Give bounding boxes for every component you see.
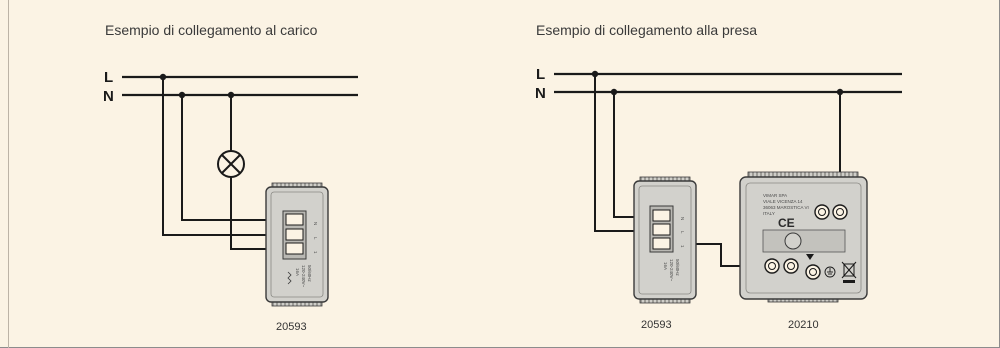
switch-device-20593: N L 1 16A 120-240V~ 50/60Hz — [265, 182, 329, 307]
terminal-screw — [814, 204, 830, 220]
voltage-label: 120-240V~ — [301, 265, 306, 288]
socket-device-20210: VIMAR SPA VIALE VICENZA 14 36063 MAROSTI… — [739, 171, 868, 303]
terminal-screw — [652, 237, 671, 250]
junction-dot — [178, 91, 186, 99]
terminal-out-label: 1 — [680, 245, 685, 248]
terminal-screw — [285, 213, 304, 226]
switch-code-label: 20593 — [276, 321, 307, 333]
terminal-n-label: N — [680, 217, 685, 220]
junction-dot — [610, 88, 618, 96]
terminal-screw — [652, 209, 671, 222]
live-line-label: L — [536, 66, 545, 83]
terminal-screw — [783, 258, 799, 274]
rating-label: 16A — [663, 262, 668, 270]
live-line-label: L — [104, 69, 113, 86]
ce-mark: CE — [778, 216, 795, 230]
left-border — [8, 0, 9, 348]
socket-hole-icon — [784, 232, 802, 250]
address-label: VIALE VICENZA 14 — [763, 199, 803, 204]
caption-load-example: Esempio di collegamento al carico — [105, 22, 318, 38]
terminal-screw — [285, 242, 304, 255]
junction-dot — [227, 91, 235, 99]
junction-dot — [591, 70, 599, 78]
terminal-screw — [285, 228, 304, 241]
terminal-out-label: 1 — [313, 251, 318, 254]
neutral-line-label: N — [103, 88, 114, 105]
wire-neutral-to-switch — [181, 95, 300, 221]
earth-symbol-icon — [824, 266, 836, 278]
caption-socket-example: Esempio di collegamento alla presa — [536, 22, 758, 38]
wire-live-to-switch — [162, 77, 300, 236]
terminal-screw — [652, 223, 671, 236]
frequency-label: 50/60Hz — [307, 265, 312, 283]
rating-label: 16A — [295, 268, 300, 276]
junction-dot — [836, 88, 844, 96]
switch-code-label: 20593 — [641, 319, 672, 331]
neutral-line-label: N — [535, 85, 546, 102]
terminal-n-label: N — [313, 222, 318, 225]
city-label: 36063 MAROSTICA VI — [763, 205, 809, 210]
frequency-label: 50/60Hz — [675, 259, 680, 277]
switch-device-20593: N L 1 16A 120-240V~ 50/60Hz — [633, 176, 697, 304]
dimmer-symbol-icon — [287, 271, 292, 285]
lamp-icon — [217, 150, 245, 178]
arrow-down-icon — [806, 254, 814, 260]
terminal-l-label: L — [680, 231, 685, 234]
voltage-label: 120-240V~ — [669, 259, 674, 282]
terminal-screw — [805, 264, 821, 280]
socket-diagram: L N N — [535, 66, 902, 331]
terminal-screw — [832, 204, 848, 220]
socket-code-label: 20210 — [788, 319, 819, 331]
maker-label: VIMAR SPA — [763, 193, 787, 198]
load-diagram: L N — [103, 69, 358, 333]
country-label: ITALY — [763, 211, 775, 216]
terminal-l-label: L — [313, 237, 318, 240]
terminal-screw — [764, 258, 780, 274]
weee-bin-icon — [841, 261, 857, 283]
junction-dot — [159, 73, 167, 81]
